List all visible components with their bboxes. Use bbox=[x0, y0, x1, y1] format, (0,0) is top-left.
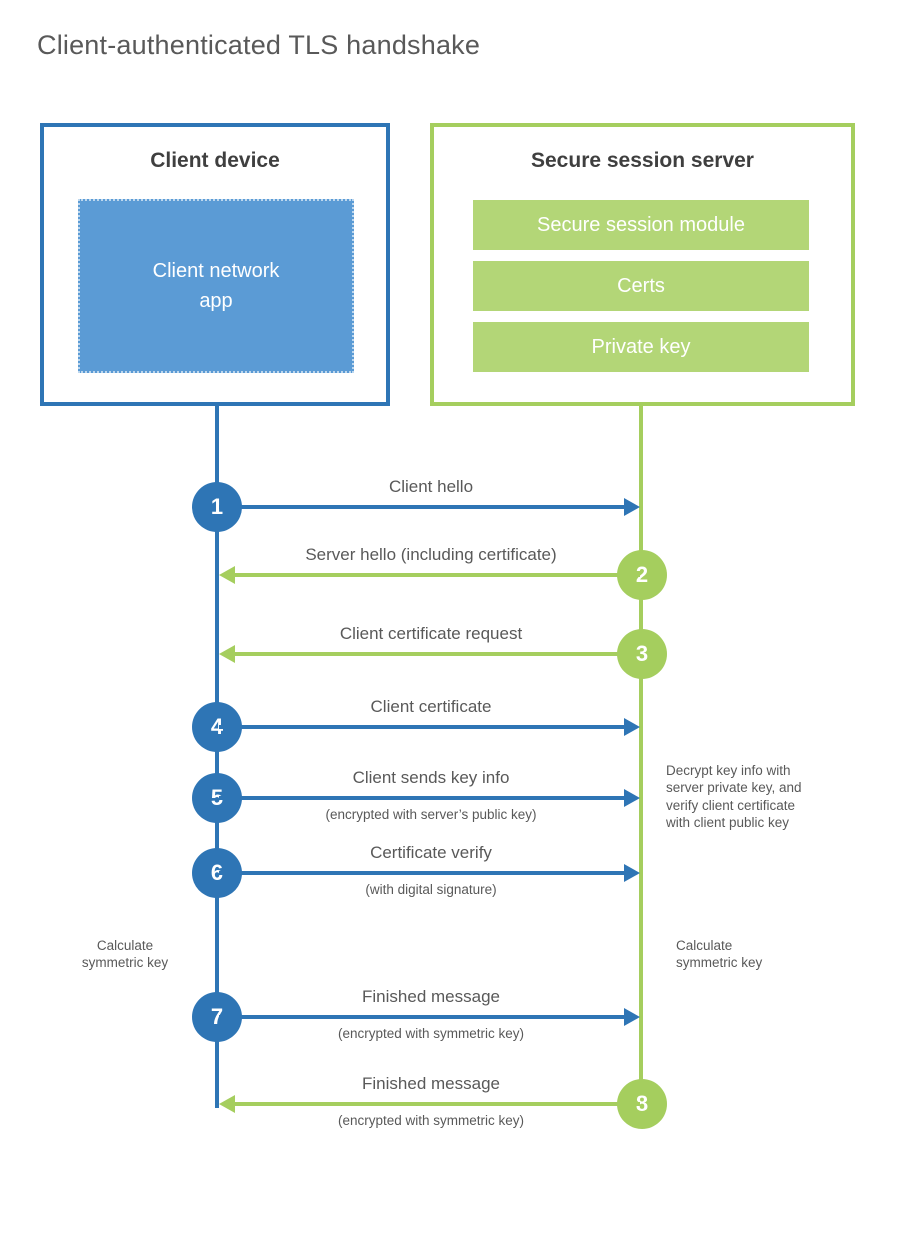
arrow-left-icon bbox=[219, 566, 235, 584]
message-label: Client hello bbox=[388, 477, 474, 496]
message-arrow-line bbox=[219, 871, 624, 875]
message-arrow-line bbox=[234, 573, 640, 577]
arrow-right-icon bbox=[624, 718, 640, 736]
page-title: Client-authenticated TLS handshake bbox=[37, 30, 481, 60]
step-circle-2: 2 bbox=[617, 550, 667, 600]
message-label: Finished message bbox=[362, 987, 500, 1006]
message-label: Client certificate bbox=[370, 697, 492, 716]
client-lifeline bbox=[215, 406, 219, 1108]
message-arrow-line bbox=[219, 796, 624, 800]
server-lifeline bbox=[639, 406, 643, 1104]
message-arrow-line bbox=[219, 505, 624, 509]
message-label: Finished message bbox=[362, 1074, 500, 1093]
secure-session-server-box: Secure session server Secure session mod… bbox=[430, 123, 855, 406]
arrow-right-icon bbox=[624, 498, 640, 516]
message-arrow-line bbox=[234, 652, 640, 656]
arrow-right-icon bbox=[624, 1008, 640, 1026]
message-sublabel: (encrypted with symmetric key) bbox=[337, 1113, 525, 1128]
server-module-bar: Certs bbox=[473, 261, 809, 311]
server-box-title: Secure session server bbox=[531, 149, 754, 172]
message-sublabel: (with digital signature) bbox=[365, 882, 497, 897]
server-module-bar: Private key bbox=[473, 322, 809, 372]
arrow-right-icon bbox=[624, 864, 640, 882]
message-label: Client certificate request bbox=[339, 624, 523, 643]
message-sublabel: (encrypted with server’s public key) bbox=[325, 807, 537, 822]
calculate-symmetric-key-note-client: Calculate symmetric key bbox=[81, 938, 169, 971]
calculate-symmetric-key-note-server: Calculate symmetric key bbox=[676, 938, 763, 971]
message-arrow-line bbox=[219, 1015, 624, 1019]
client-device-title: Client device bbox=[150, 149, 280, 172]
message-sublabel: (encrypted with symmetric key) bbox=[337, 1026, 525, 1041]
message-label: Client sends key info bbox=[352, 768, 510, 787]
message-arrow-line bbox=[219, 725, 624, 729]
arrow-left-icon bbox=[219, 1095, 235, 1113]
server-module-bar: Secure session module bbox=[473, 200, 809, 250]
arrow-left-icon bbox=[219, 645, 235, 663]
decrypt-note: Decrypt key info with server private key… bbox=[666, 763, 802, 830]
message-label: Certificate verify bbox=[370, 843, 492, 862]
arrow-right-icon bbox=[624, 789, 640, 807]
client-network-app-box: Client network app bbox=[78, 199, 354, 373]
message-arrow-line bbox=[234, 1102, 640, 1106]
message-label: Server hello (including certificate) bbox=[305, 545, 557, 564]
client-device-box: Client device Client network app bbox=[40, 123, 390, 406]
